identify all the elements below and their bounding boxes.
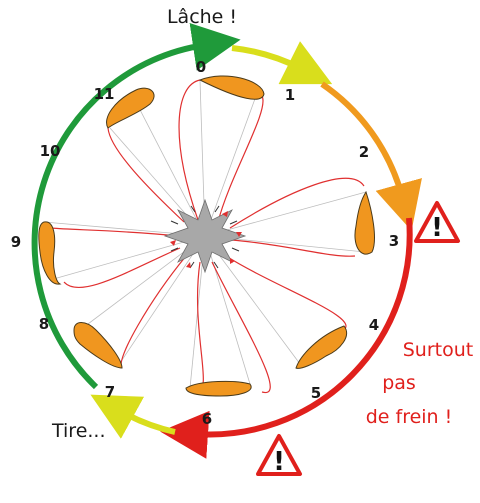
- brake-lines: [51, 79, 365, 394]
- clock-number: 2: [359, 143, 369, 161]
- clock-number: 9: [11, 233, 21, 251]
- wings: [38, 75, 375, 397]
- clock-number: 0: [196, 58, 206, 76]
- pull-label: Tire...: [51, 420, 106, 442]
- release-label: Lâche !: [167, 6, 237, 28]
- arc-yellow-bottom: [90, 394, 176, 439]
- clock-number: 1: [285, 86, 295, 104]
- warning-text-line3: de frein !: [366, 406, 453, 428]
- clock-number: 6: [202, 410, 212, 428]
- wing-11: [106, 87, 155, 129]
- wing-4: [295, 325, 348, 369]
- hub: [163, 198, 247, 274]
- warning-text-line1: Surtout: [403, 339, 473, 361]
- clock-numbers: 0 1 2 3 4 5 6 7 8 9 10 11: [11, 58, 399, 428]
- wing-3: [354, 190, 375, 255]
- wing-6: [185, 380, 252, 397]
- arc-green: [31, 23, 241, 390]
- clock-number: 5: [311, 384, 321, 402]
- wing-0: [198, 75, 265, 100]
- clock-number: 10: [40, 142, 61, 160]
- warning-mark: !: [431, 213, 443, 243]
- clock-number: 8: [39, 315, 49, 333]
- arc-yellow-top: [231, 41, 333, 85]
- clock-number: 11: [94, 85, 115, 103]
- clock-number: 4: [369, 316, 379, 334]
- warning-mark: !: [273, 447, 285, 477]
- clock-number: 7: [105, 383, 115, 401]
- warning-triangle-right: !: [414, 201, 460, 243]
- wing-8: [73, 322, 123, 369]
- cycle-arcs: [31, 23, 422, 459]
- arc-red: [160, 217, 413, 459]
- warning-triangle-bottom: !: [256, 434, 302, 477]
- warning-text-line2: pas: [382, 372, 416, 394]
- wing-9: [38, 221, 62, 285]
- clock-number: 3: [389, 232, 399, 250]
- arc-orange: [320, 81, 422, 231]
